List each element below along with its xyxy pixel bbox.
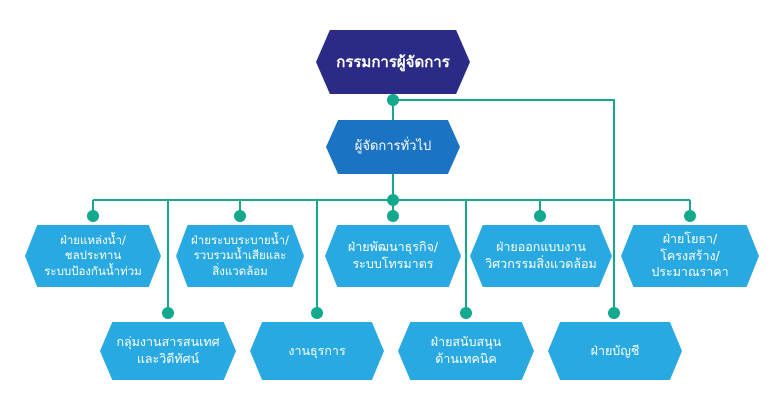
- connector-dot-upper-1: [87, 210, 99, 222]
- connector-dot-upper-5: [684, 210, 696, 222]
- connector-dot-upper-2: [234, 210, 246, 222]
- node-information-video-group: กลุ่มงานสารสนเทศ และวิดีทัศน์: [100, 322, 236, 380]
- node-drainage-environment-dept: ฝ่ายระบบระบายน้ำ/ รวบรวมน้ำเสียและ สิ่งแ…: [176, 225, 304, 287]
- node-general-manager: ผู้จัดการทั่วไป: [326, 120, 460, 174]
- node-technical-support-dept: ฝ่ายสนับสนุน ด้านเทคนิค: [398, 322, 534, 380]
- node-civil-structural-estimation-dept: ฝ่ายโยธา/โครงสร้าง/ ประมาณราคา: [621, 225, 759, 287]
- connector-dot-lower-4: [608, 307, 620, 319]
- node-business-development-dept: ฝ่ายพัฒนาธุรกิจ/ ระบบโทรมาตร: [325, 225, 461, 287]
- node-administration: งานธุรการ: [250, 322, 384, 380]
- node-environmental-engineering-design-dept: ฝ่ายออกแบบงาน วิศวกรรมสิ่งแวดล้อม: [470, 225, 612, 287]
- connector-root-accounting: [393, 99, 615, 313]
- node-managing-director: กรรมการผู้จัดการ: [316, 30, 470, 94]
- connector-dot-root: [387, 94, 399, 106]
- connector-dot-upper-4: [534, 210, 546, 222]
- connector-dot-lower-2: [311, 307, 323, 319]
- connector-dot-bus: [387, 194, 399, 206]
- connector-dot-upper-3: [387, 210, 399, 222]
- connector-dot-lower-1: [162, 307, 174, 319]
- node-accounting-dept: ฝ่ายบัญชี: [548, 322, 682, 380]
- connector-dot-lower-3: [460, 307, 472, 319]
- node-water-resources-dept: ฝ่ายแหล่งน้ำ/ชลประทาน ระบบป้องกันน้ำท่วม: [25, 225, 161, 287]
